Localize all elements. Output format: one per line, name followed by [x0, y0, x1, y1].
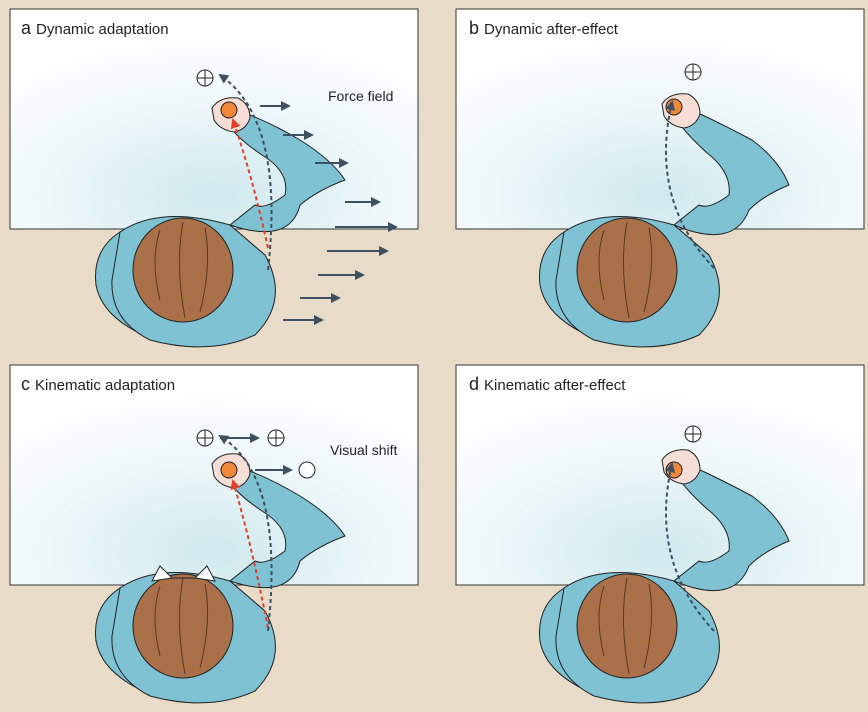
shifted-hand-icon — [299, 462, 315, 478]
table — [456, 365, 864, 585]
visual-shift-label: Visual shift — [330, 442, 397, 458]
ball-icon — [666, 462, 682, 478]
panel-letter: c — [21, 374, 30, 394]
ball-icon — [221, 102, 237, 118]
ball-icon — [221, 462, 237, 478]
panel-letter: b — [469, 18, 479, 38]
panel-letter: d — [469, 374, 479, 394]
force-field-label: Force field — [328, 88, 393, 104]
ball-icon — [666, 99, 682, 115]
table — [456, 9, 864, 229]
panel-letter: a — [21, 18, 31, 38]
